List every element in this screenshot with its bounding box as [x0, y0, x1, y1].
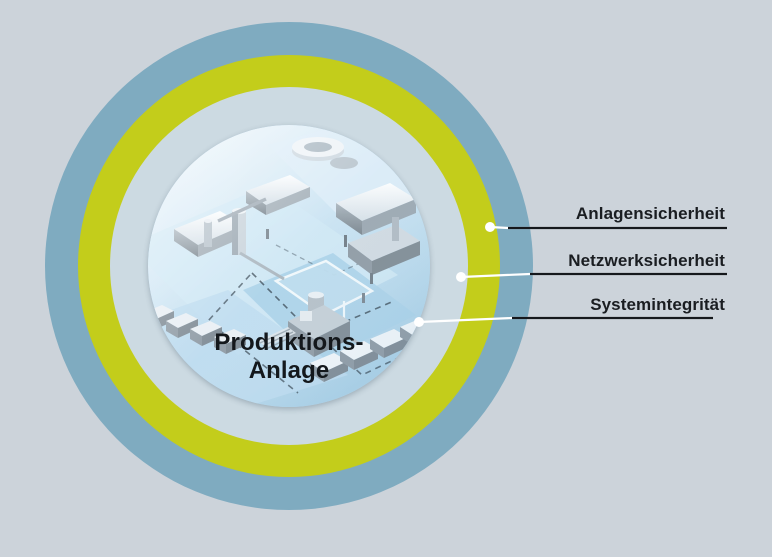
callout-dot-3[interactable] [414, 317, 424, 327]
callout-leader-1 [485, 222, 727, 232]
callout-dot-1[interactable] [485, 222, 495, 232]
callout-label-anlagensicherheit: Anlagensicherheit [575, 204, 725, 223]
center-label: Produktions- Anlage [214, 329, 364, 385]
callout-label-netzwerksicherheit: Netzwerksicherheit [568, 251, 725, 270]
production-facility-image [148, 125, 430, 407]
callout-label-systemintegritaet: Systemintegrität [590, 295, 725, 314]
callout-leader-2 [456, 272, 727, 282]
callout-leader-3 [414, 316, 713, 327]
center-production-plant-disc: Produktions- Anlage [148, 125, 430, 407]
callout-dot-2[interactable] [456, 272, 466, 282]
